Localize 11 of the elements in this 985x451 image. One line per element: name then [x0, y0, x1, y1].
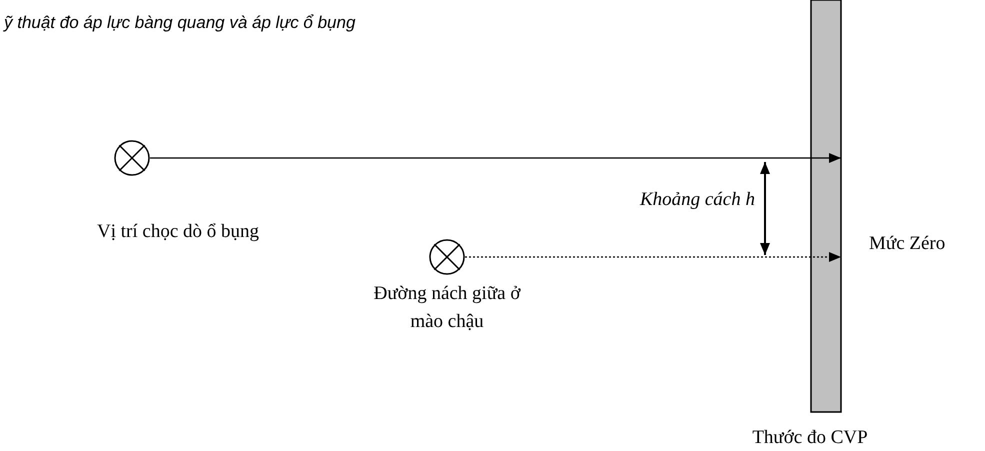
- cross-circle-symbol: [114, 140, 150, 176]
- node-caption: Vị trí chọc dò ổ bụng: [97, 220, 260, 244]
- dimension-label: Khoảng cách h: [638, 188, 755, 212]
- node-caption: Đường nách giữa ở mào chậu: [372, 282, 522, 334]
- zero-level-label: Mức Zéro: [869, 232, 946, 256]
- node-caption: Thước đo CVP: [751, 426, 869, 450]
- arrow: [465, 252, 841, 262]
- heading-text: ỹ thuật đo áp lực bàng quang và áp lực ổ bụng: [2, 12, 356, 34]
- arrow: [150, 153, 841, 163]
- cross-circle-symbol: [429, 239, 465, 275]
- ruler-bar: [810, 0, 842, 413]
